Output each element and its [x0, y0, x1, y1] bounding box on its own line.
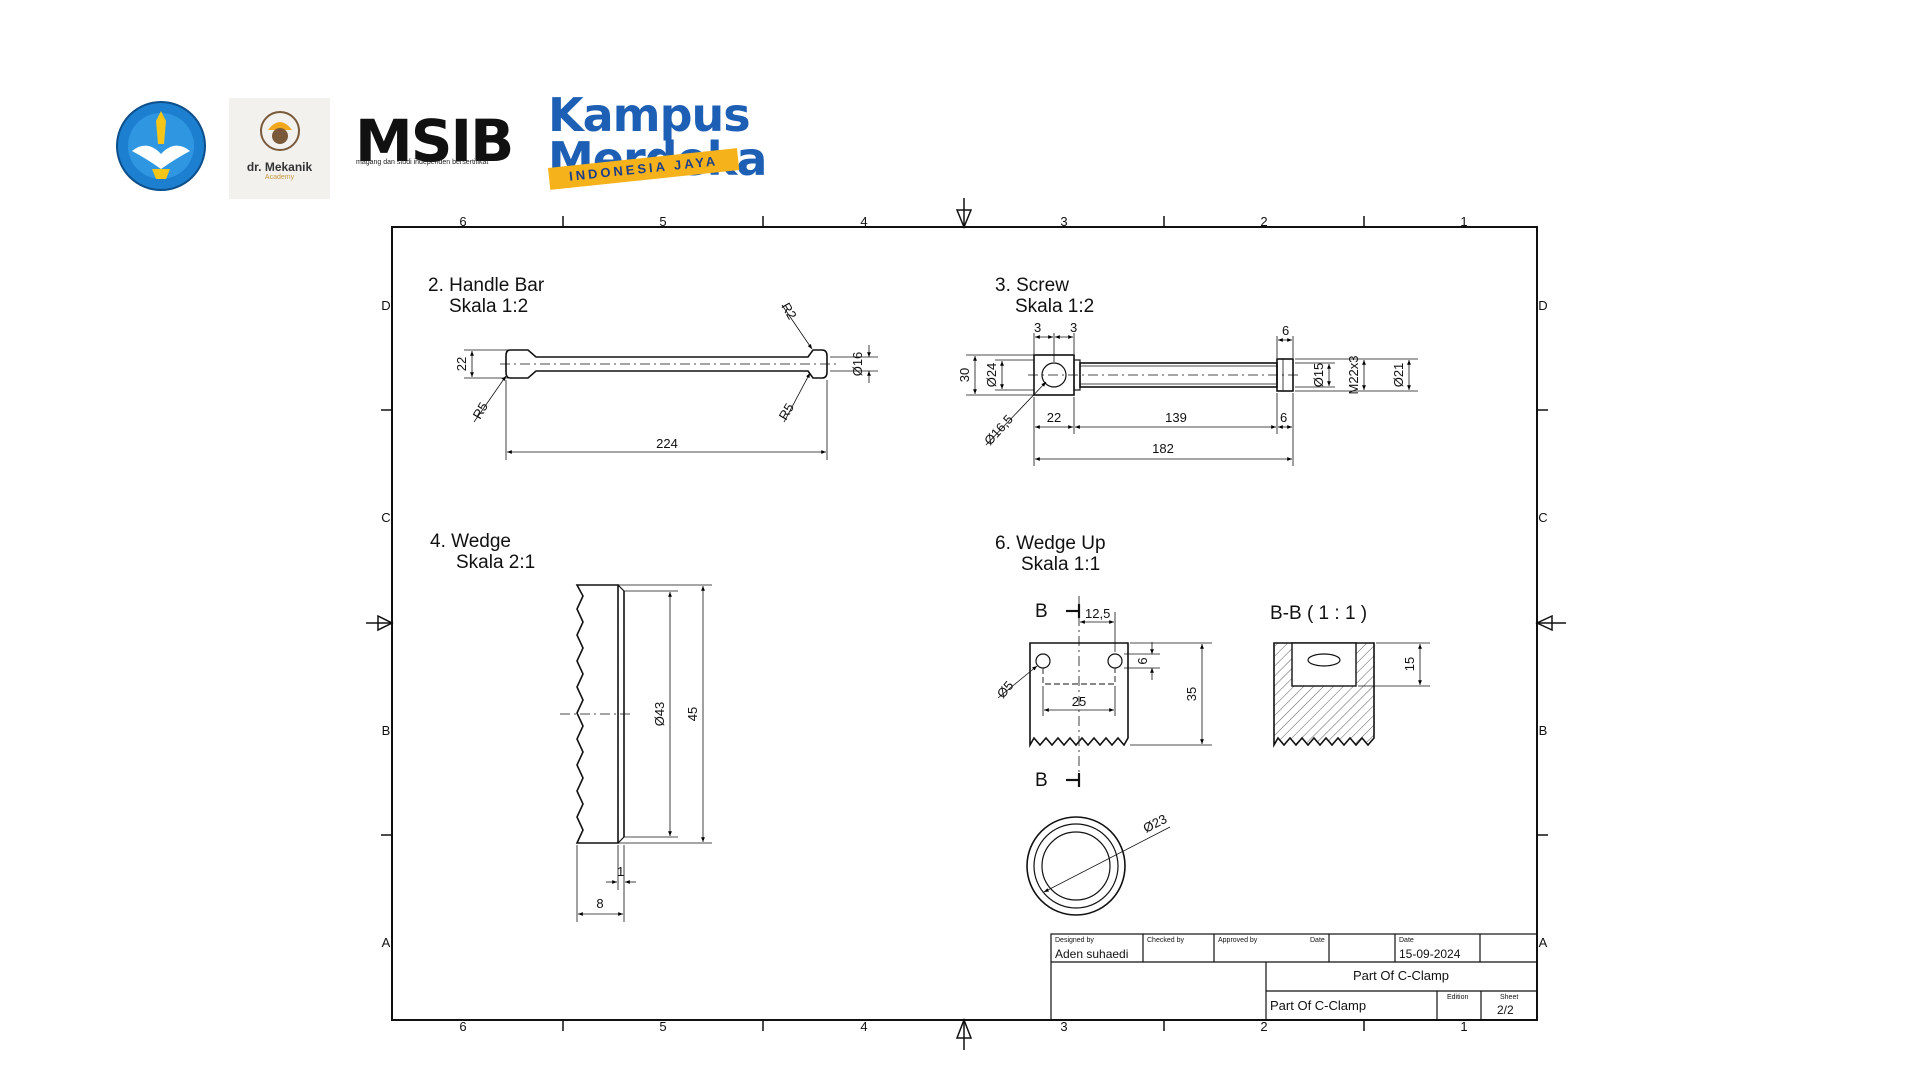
wedge-up-title: 6. Wedge Up — [995, 533, 1106, 554]
dim-label: M22x3 — [1346, 355, 1361, 394]
dim-label: Ø23 — [1141, 811, 1170, 836]
wedge-view — [560, 584, 712, 922]
screw-scale: Skala 1:2 — [1015, 296, 1094, 317]
dim-label: 45 — [685, 707, 700, 721]
dim-label: 139 — [1165, 410, 1187, 425]
handle-bar-scale: Skala 1:2 — [449, 296, 528, 317]
dim-label: 6 — [1282, 323, 1289, 338]
dim-label: Ø5 — [994, 678, 1017, 701]
handle-bar-title: 2. Handle Bar — [428, 275, 545, 296]
col-label-top: 4 — [860, 214, 867, 229]
msib-logo: MSIB — [355, 107, 514, 175]
checked-by-label: Checked by — [1147, 937, 1184, 944]
dim-label: 30 — [957, 368, 972, 382]
drawing-subtitle: Part Of C-Clamp — [1270, 998, 1366, 1013]
col-label-top: 1 — [1460, 214, 1467, 229]
dim-label: 1 — [617, 864, 624, 879]
drawing-title: Part Of C-Clamp — [1353, 968, 1449, 983]
msib-tagline: magang dan studi independen bersertifika… — [356, 159, 489, 166]
dim-label: Ø16 — [850, 352, 865, 377]
section-b-b-view — [1273, 642, 1430, 749]
dim-label: 25 — [1072, 694, 1086, 709]
row-label-left: A — [382, 935, 391, 950]
date-value: 15-09-2024 — [1399, 947, 1461, 961]
date-label: Date — [1310, 937, 1325, 944]
dim-label: 35 — [1184, 687, 1199, 701]
col-label-bottom: 2 — [1260, 1019, 1267, 1034]
dim-label: 8 — [596, 896, 603, 911]
designed-by-value: Aden suhaedi — [1055, 947, 1128, 961]
section-title: B-B ( 1 : 1 ) — [1270, 603, 1367, 624]
dim-label: Ø24 — [984, 363, 999, 388]
wedge-up-top-view — [1026, 816, 1171, 916]
dim-label: 22 — [1047, 410, 1061, 425]
dim-label: 15 — [1402, 657, 1417, 671]
dim-label: Ø16,5 — [981, 412, 1016, 448]
dim-label: Ø43 — [652, 702, 667, 727]
screw-view — [966, 333, 1418, 466]
section-mark-bottom: B — [1035, 770, 1048, 791]
dr-mekanik-logo — [229, 98, 330, 199]
row-label-right: B — [1539, 723, 1548, 738]
dim-label: R5 — [470, 400, 491, 422]
wedge-up-view — [997, 596, 1212, 790]
dim-label: 3 — [1034, 320, 1041, 335]
sheet-value: 2/2 — [1497, 1003, 1514, 1017]
row-label-right: A — [1539, 935, 1548, 950]
dim-label: 182 — [1152, 441, 1174, 456]
dim-label: R2 — [778, 300, 799, 322]
dim-label: Ø15 — [1311, 363, 1326, 388]
edition-label: Edition — [1447, 994, 1469, 1001]
kampus-line-1: Kampus — [548, 88, 751, 142]
row-label-right: D — [1538, 298, 1547, 313]
frame-ticks — [366, 198, 1566, 1050]
row-label-left: D — [381, 298, 390, 313]
section-mark-top: B — [1035, 601, 1048, 622]
row-label-left: C — [381, 510, 390, 525]
col-label-bottom: 4 — [860, 1019, 867, 1034]
title-block — [1050, 933, 1538, 1021]
dr-mekanik-name: dr. Mekanik — [246, 160, 313, 174]
dim-label: 3 — [1070, 320, 1077, 335]
mechanic-helmet-icon — [260, 111, 300, 151]
dim-label: 12,5 — [1085, 606, 1110, 621]
dim-label: 224 — [656, 436, 678, 451]
dim-label: 6 — [1135, 657, 1150, 664]
col-label-bottom: 6 — [459, 1019, 466, 1034]
col-label-bottom: 5 — [659, 1019, 666, 1034]
screw-title: 3. Screw — [995, 275, 1069, 296]
approved-by-label: Approved by — [1218, 937, 1258, 944]
sheet-label: Sheet — [1500, 994, 1518, 1001]
col-label-top: 2 — [1260, 214, 1267, 229]
date-label: Date — [1399, 937, 1414, 944]
col-label-bottom: 1 — [1460, 1019, 1467, 1034]
dim-label: 22 — [454, 357, 469, 371]
dr-mekanik-sub: Academy — [264, 174, 295, 181]
wedge-up-scale: Skala 1:1 — [1021, 554, 1100, 575]
row-label-left: B — [382, 723, 391, 738]
dim-label: Ø21 — [1391, 363, 1406, 388]
designed-by-label: Designed by — [1055, 937, 1094, 944]
col-label-top: 3 — [1060, 214, 1067, 229]
row-label-right: C — [1538, 510, 1547, 525]
dim-label: 6 — [1280, 410, 1287, 425]
col-label-bottom: 3 — [1060, 1019, 1067, 1034]
col-label-top: 5 — [659, 214, 666, 229]
col-label-top: 6 — [459, 214, 466, 229]
dim-label: R5 — [776, 401, 797, 423]
wedge-title: 4. Wedge — [430, 531, 511, 552]
tut-wuri-handayani-logo — [116, 101, 206, 191]
handle-bar-view — [464, 304, 878, 460]
wedge-scale: Skala 2:1 — [456, 552, 535, 573]
